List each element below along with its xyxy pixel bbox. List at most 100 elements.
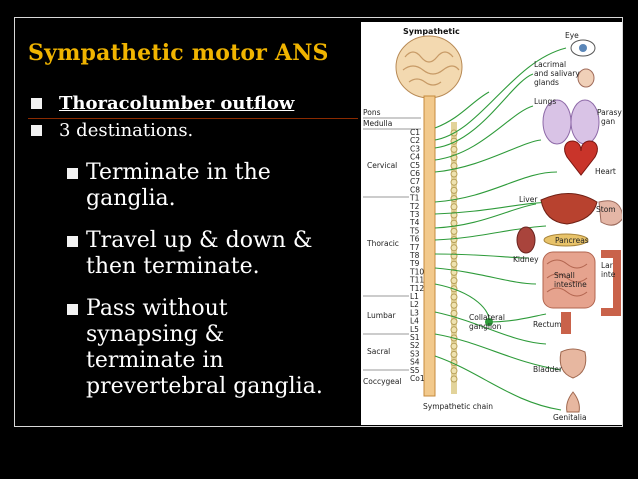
label-lumbar: Lumbar [367,311,396,320]
segment-label: C5 [410,161,420,170]
label-lacrimal: glands [534,78,559,87]
segment-label: Co1 [410,374,425,383]
bullet-square-icon [31,125,42,136]
segment-label: S5 [410,366,420,375]
segment-label: L3 [410,308,419,317]
subbullet-line: terminate in [86,348,224,373]
large-intestine-icon [601,250,621,316]
subbullet-line: ganglia. [86,186,176,211]
title-divider [28,118,358,119]
segment-labels: C1C2C3C4C5C6C7C8T1T2T3T4T5T6T7T8T9T10T11… [409,128,425,383]
slide-frame [14,17,623,427]
bullet-text: Thoracolumber outflow [59,93,295,114]
chain-ganglion [450,236,458,244]
chain-ganglion [450,219,458,227]
segment-label: L1 [410,292,419,301]
segment-label: T9 [409,259,420,268]
subbullet-text: Travel up & down & then terminate. [86,228,313,280]
spinal-cord [423,95,436,397]
chain-ganglion [450,195,458,203]
label-pancreas: Pancreas [555,236,589,245]
label-bladder: Bladder [533,365,563,374]
subbullet-text: Terminate in the ganglia. [86,160,271,212]
sympathetic-diagram: Sympathetic C1C2C3C4C5C6C7C8T1T2T3T4T5T6… [363,27,634,422]
subbullet-line: Terminate in the [86,160,271,185]
segment-label: S4 [410,358,420,367]
segment-label: C3 [410,144,420,153]
label-parasymp: gan [601,117,615,126]
segment-label: T7 [409,243,420,252]
chain-ganglion [450,170,458,178]
chain-ganglion [450,178,458,186]
label-pons: Pons [363,108,381,117]
label-heart: Heart [595,167,616,176]
label-parasymp: Parasymp [597,108,622,117]
genitalia-icon [566,391,580,413]
label-lungs: Lungs [534,97,556,106]
label-large-intestine: inte [601,270,616,279]
brain-icon [395,35,463,99]
subbullet-line: synapsing & [86,322,225,347]
chain-ganglion [450,203,458,211]
bullet-square-icon [31,98,42,109]
label-rectum: Rectum [533,320,562,329]
segment-label: S1 [410,333,420,342]
chain-ganglion [450,145,458,153]
label-genitalia: Genitalia [553,413,587,422]
label-lacrimal: and salivary [534,69,580,78]
chain-ganglion [450,293,458,301]
chain-ganglion [450,367,458,375]
slide-title: Sympathetic motor ANS [28,40,329,66]
subbullet-square-icon [67,304,78,315]
segment-label: T12 [409,284,424,293]
segment-label: C2 [410,136,420,145]
label-small-intestine: intestine [554,280,587,289]
pancreas-icon [543,233,589,247]
segment-label: T11 [409,276,424,285]
segment-label: C4 [410,153,420,162]
subbullet-square-icon [67,168,78,179]
segment-label: S3 [410,349,420,358]
label-liver: Liver [519,195,538,204]
subbullet-line: Pass without [86,296,228,321]
segment-label: C1 [410,128,420,137]
chain-ganglion [450,260,458,268]
segment-label: T4 [409,218,420,227]
label-cervical: Cervical [367,161,397,170]
nerve-fibers [434,47,567,411]
chain-ganglion [450,326,458,334]
label-lacrimal: Lacrimal [534,60,566,69]
segment-label: L4 [410,317,419,326]
chain-ganglion [450,318,458,326]
segment-label: T1 [409,194,420,203]
subbullet-square-icon [67,236,78,247]
subbullet-line: Travel up & down & [86,228,313,253]
segment-label: T10 [409,267,424,276]
bladder-icon [559,348,587,379]
subbullet-line: prevertebral ganglia. [86,374,323,399]
diagram-heading: Sympathetic [403,27,460,36]
chain-ganglion [450,309,458,317]
label-kidney: Kidney [513,255,539,264]
chain-ganglion [450,244,458,252]
label-thoracic: Thoracic [366,239,399,248]
chain-ganglion [450,227,458,235]
label-large-intestine: Lar [601,261,614,270]
salivary-gland-icon [577,68,595,88]
subbullet-line: then terminate. [86,254,260,279]
label-coccygeal: Coccygeal [363,377,402,386]
segment-label: T5 [409,226,420,235]
label-sacral: Sacral [367,347,390,356]
segment-label: C7 [410,177,420,186]
segment-label: T8 [409,251,420,260]
label-collateral: Collateral [469,313,505,322]
bullet-text: 3 destinations. [59,120,194,141]
label-sympathetic-chain: Sympathetic chain [423,402,493,411]
lungs-icon [542,99,572,145]
collateral-ganglion-icon [485,318,493,326]
label-stomach: Stom [596,205,616,214]
heart-icon [564,140,598,176]
label-small-intestine: Small [554,271,575,280]
chain-ganglion [450,186,458,194]
